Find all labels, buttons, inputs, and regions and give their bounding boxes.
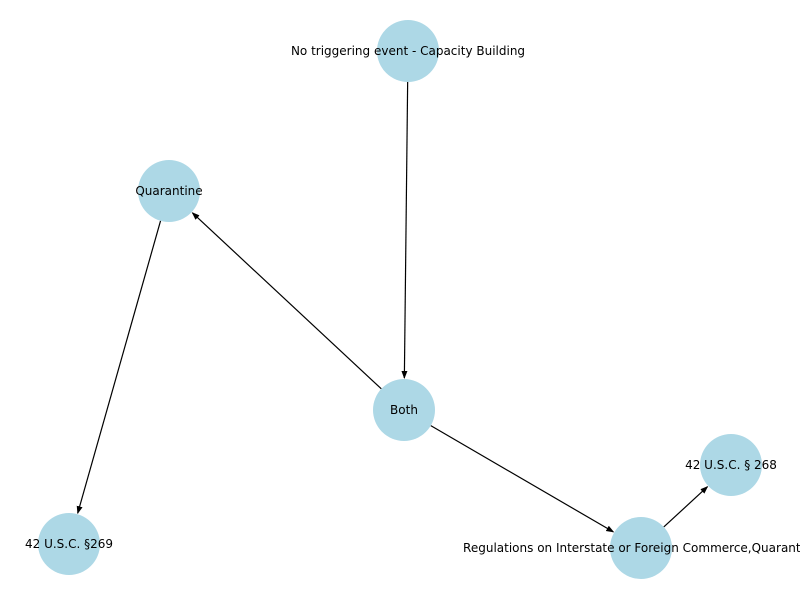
node-label: Quarantine <box>135 184 202 198</box>
edge-arrow <box>663 486 709 528</box>
labels-layer: No triggering event - Capacity BuildingQ… <box>25 44 800 555</box>
edge-arrow <box>76 220 162 515</box>
graph-node <box>38 513 100 575</box>
edge-arrow <box>401 81 409 380</box>
nodes-layer <box>38 20 762 579</box>
graph-node <box>610 517 672 579</box>
node-label: 42 U.S.C. § 268 <box>685 458 777 472</box>
graph-node <box>700 434 762 496</box>
graph-node <box>138 160 200 222</box>
node-label: 42 U.S.C. §269 <box>25 537 113 551</box>
node-label: Regulations on Interstate or Foreign Com… <box>463 541 800 555</box>
edge-arrow <box>430 425 615 533</box>
edges-layer <box>76 81 709 533</box>
graph-node <box>377 20 439 82</box>
edge-arrow <box>191 212 382 390</box>
graph-node <box>373 379 435 441</box>
node-label: No triggering event - Capacity Building <box>291 44 525 58</box>
node-label: Both <box>390 403 418 417</box>
